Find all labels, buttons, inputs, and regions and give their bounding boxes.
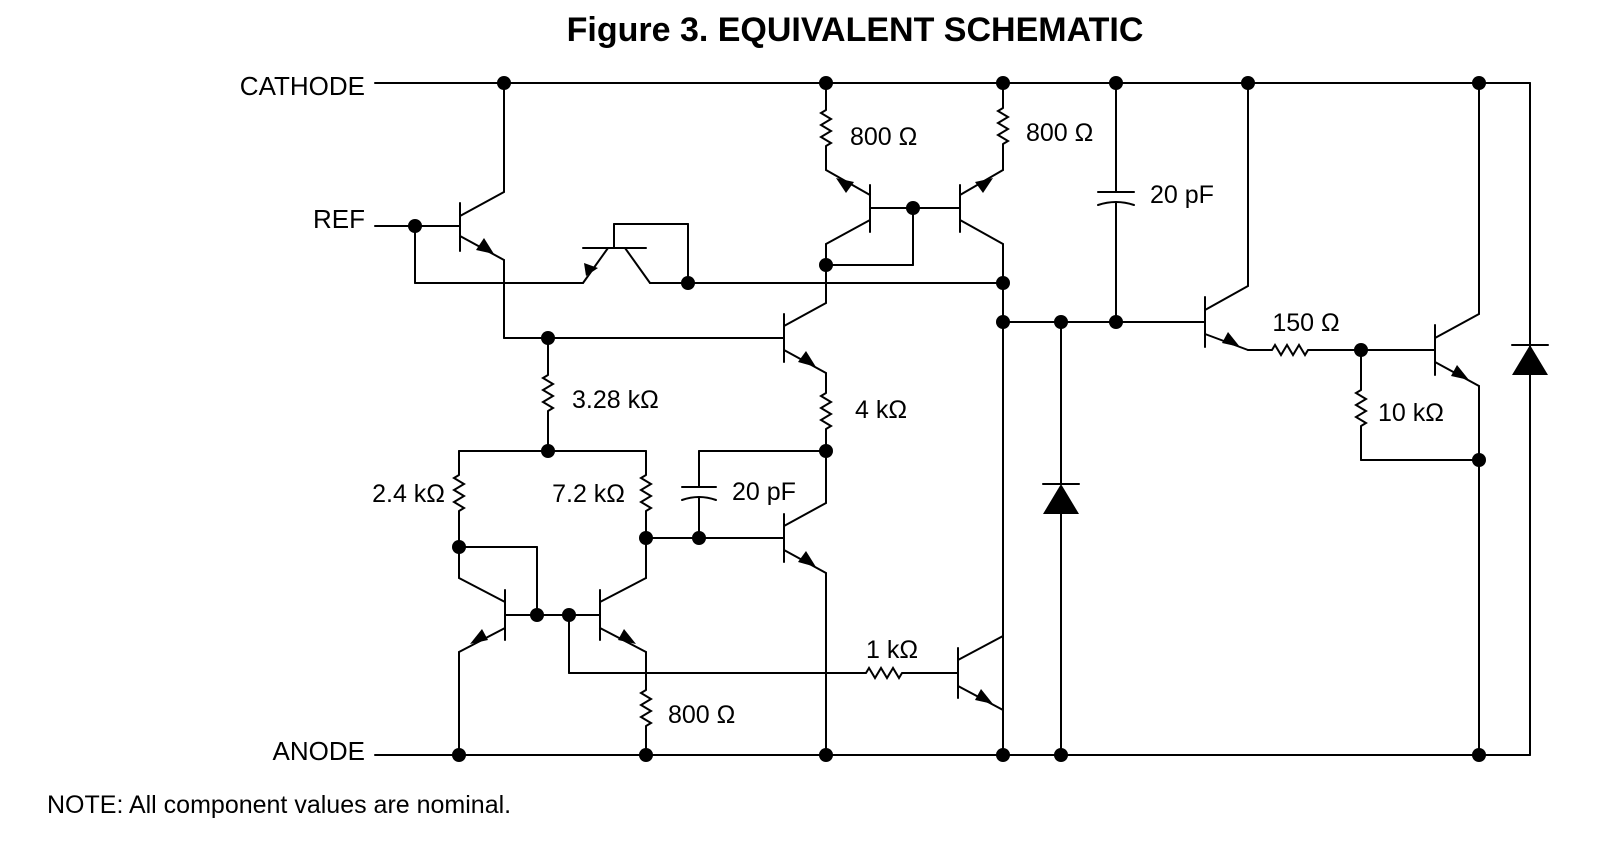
- top-resistor-800-right: [996, 82, 1010, 171]
- resistor-2-4k: [452, 450, 466, 548]
- resistor-1k: [865, 666, 959, 680]
- r-800-right-top-label: 800 Ω: [1026, 119, 1093, 147]
- r-150-label: 150 Ω: [1272, 309, 1339, 337]
- r-4k-label: 4 kΩ: [855, 396, 907, 424]
- bottom-transistor-left: [458, 577, 506, 756]
- resistor-800-bottom: [639, 689, 653, 756]
- protection-diode-right: [1511, 344, 1549, 375]
- r-1k-label: 1 kΩ: [866, 636, 918, 664]
- figure-title: Figure 3. EQUIVALENT SCHEMATIC: [567, 11, 1144, 49]
- input-transistor: [374, 82, 505, 339]
- r-10k-label: 10 kΩ: [1378, 399, 1444, 427]
- r-2-4k-label: 2.4 kΩ: [372, 480, 445, 508]
- r-7-2k-label: 7.2 kΩ: [552, 480, 625, 508]
- output-transistor: [1434, 82, 1480, 756]
- resistor-3-28k: [541, 337, 555, 452]
- gain-transistor: [783, 450, 827, 756]
- c-20pf-top-label: 20 pF: [1150, 181, 1214, 209]
- r-800-bottom-label: 800 Ω: [668, 701, 735, 729]
- resistor-150: [1271, 343, 1436, 357]
- r-800-left-top-label: 800 Ω: [850, 123, 917, 151]
- junction-dots: [408, 76, 1486, 762]
- driver-transistor: [1204, 82, 1249, 351]
- anode-label: ANODE: [273, 736, 365, 766]
- capacitor-20pf-top: [1097, 82, 1135, 323]
- resistor-7-2k: [639, 450, 653, 539]
- resistor-4k: [819, 372, 833, 452]
- c-20pf-mid-label: 20 pF: [732, 478, 796, 506]
- footnote: NOTE: All component values are nominal.: [47, 791, 511, 819]
- top-resistor-800-left: [819, 82, 833, 171]
- ref-label: REF: [313, 204, 365, 234]
- middle-transistor: [503, 264, 827, 374]
- cathode-label: CATHODE: [240, 71, 365, 101]
- cathode-rail: [374, 82, 1531, 756]
- bottom-transistor-right: [599, 537, 647, 653]
- capacitor-20pf-mid: [681, 450, 717, 539]
- mirror-transistor-right: [959, 169, 1004, 756]
- r-3-28k-label: 3.28 kΩ: [572, 386, 659, 414]
- lateral-pnp-transistor: [582, 223, 689, 284]
- mirror-transistor-left: [825, 169, 871, 266]
- protection-diode-mid: [1042, 321, 1080, 756]
- clamp-transistor: [957, 635, 1004, 756]
